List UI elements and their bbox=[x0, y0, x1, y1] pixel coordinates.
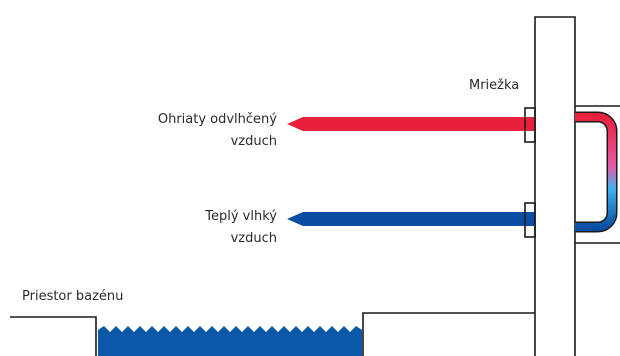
pool-water bbox=[98, 326, 362, 356]
humid-air-label-line2: vzduch bbox=[230, 231, 277, 246]
pool-area-label: Priestor bazénu bbox=[22, 289, 124, 304]
heated-air-label-line2: vzduch bbox=[230, 134, 277, 149]
heat-exchanger-unit bbox=[575, 105, 620, 244]
lower-grille bbox=[524, 202, 536, 238]
humid-air-label-line1: Teplý vlhký bbox=[205, 209, 277, 224]
grille-label: Mriežka bbox=[469, 78, 520, 93]
heated-air-label-line1: Ohriaty odvlhčený bbox=[157, 112, 277, 127]
heated-air-arrow bbox=[287, 117, 535, 131]
humid-air-arrow bbox=[287, 212, 535, 226]
pool-outline bbox=[10, 312, 535, 356]
upper-grille bbox=[524, 107, 536, 143]
air-loop-pipe bbox=[575, 111, 618, 233]
wall bbox=[534, 16, 576, 356]
